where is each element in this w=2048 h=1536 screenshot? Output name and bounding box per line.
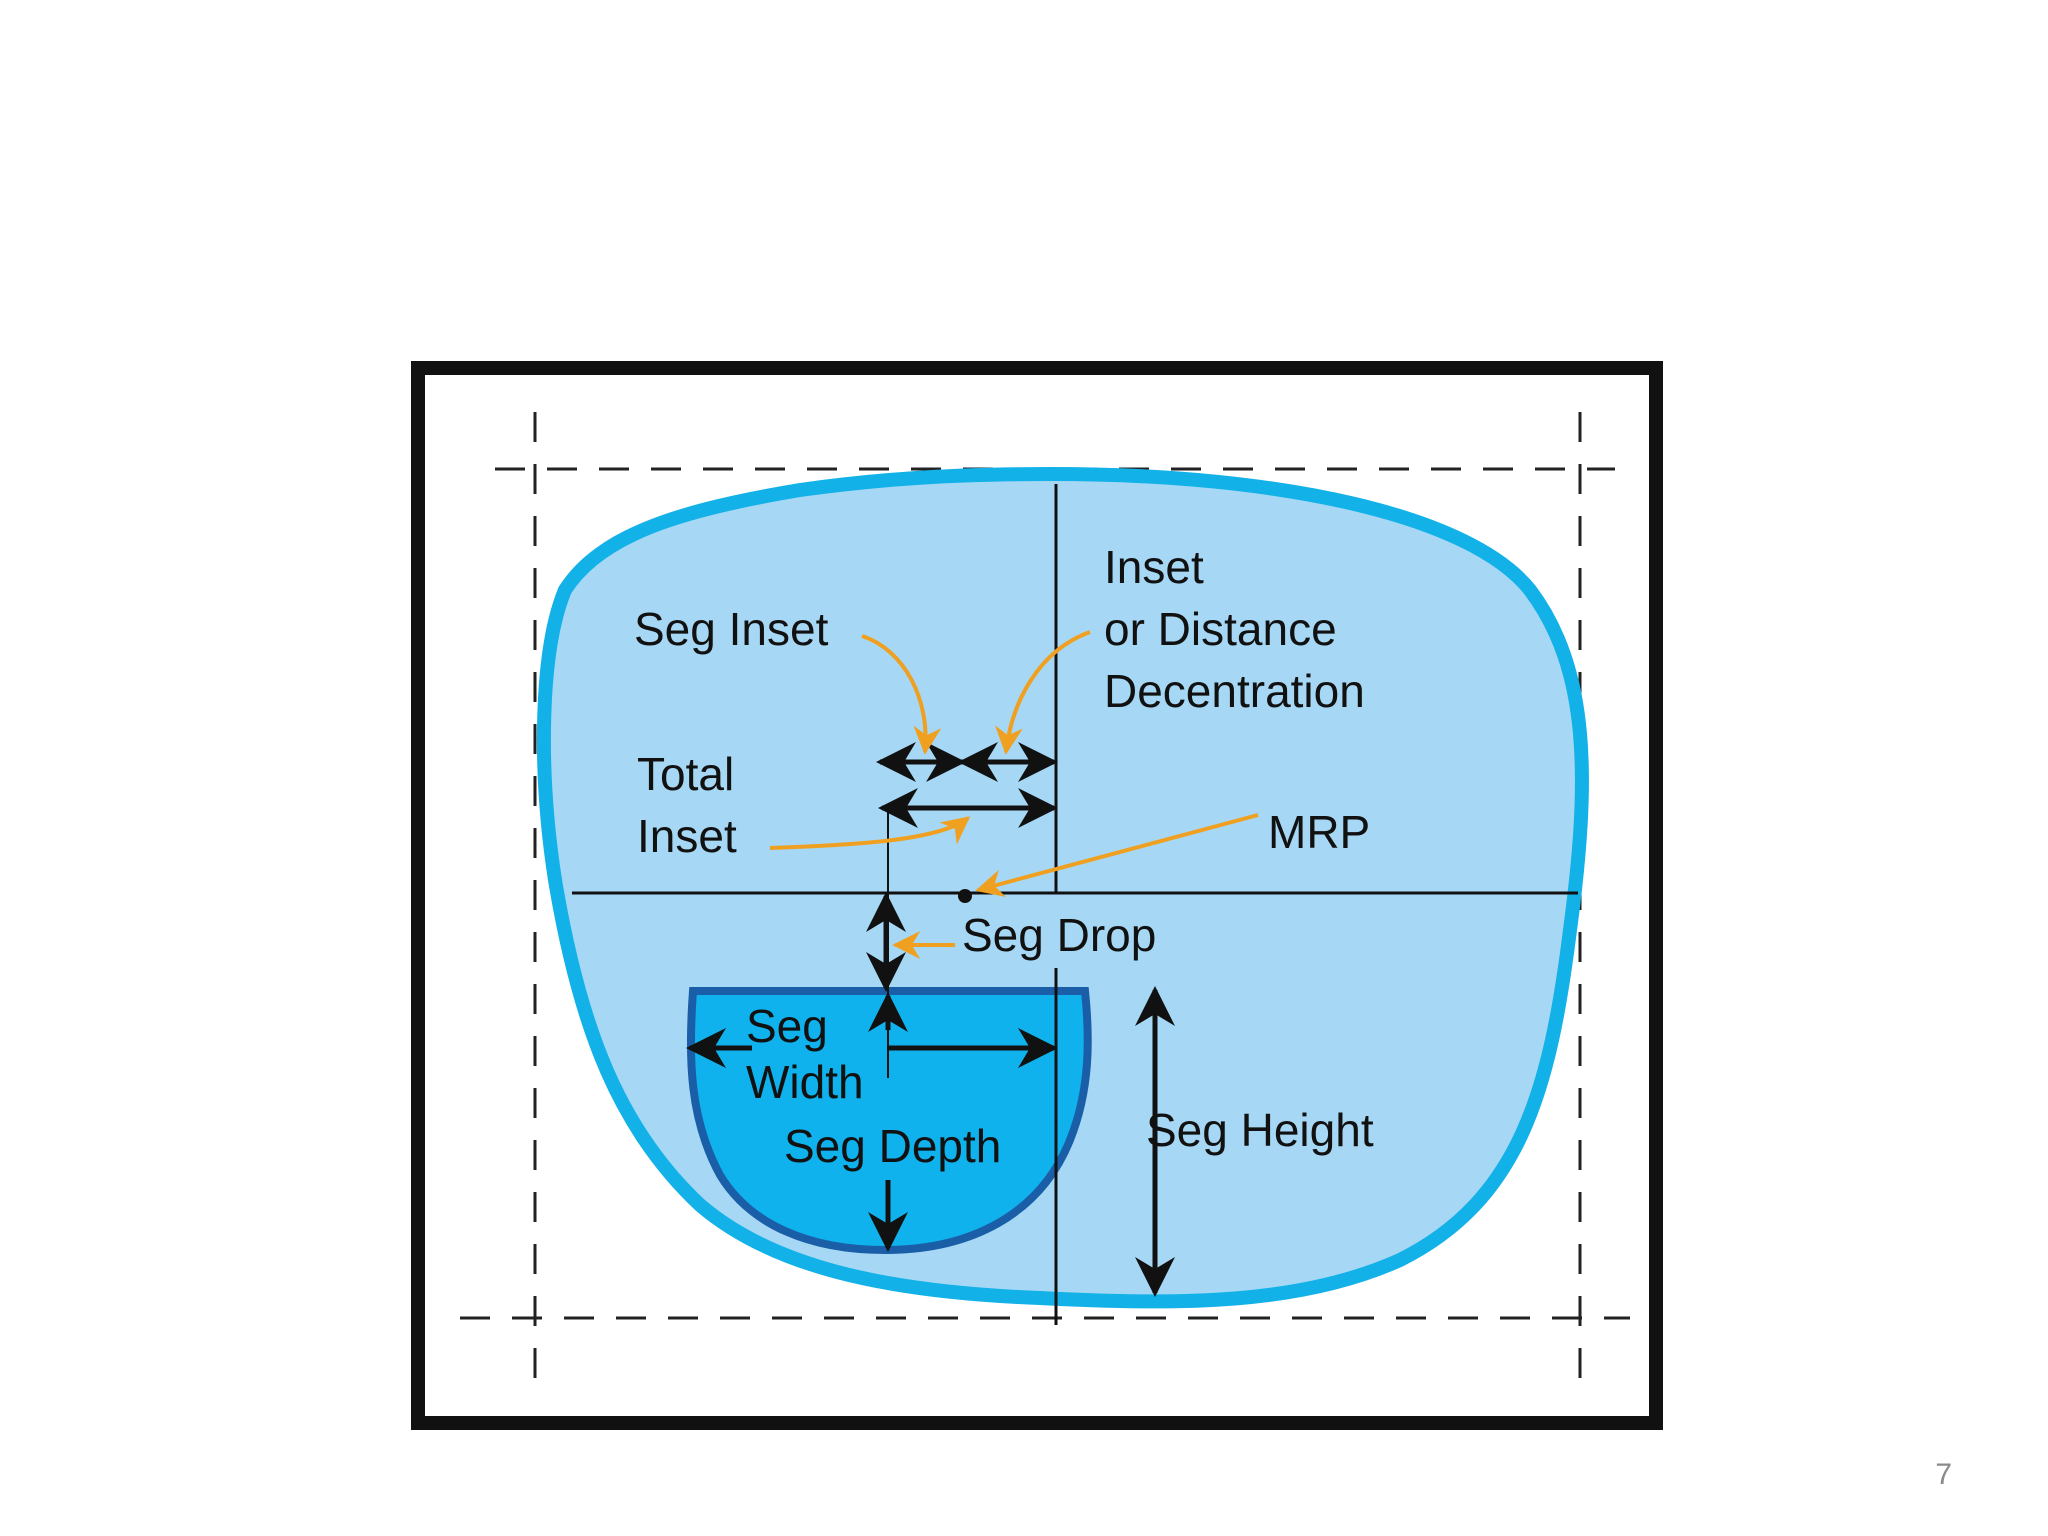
seg-depth-label: Seg Depth [784,1120,1001,1172]
mrp-label: MRP [1268,806,1370,858]
inset-callout [994,630,1091,755]
mrp-callout [975,813,1259,898]
inset-label-line2: or Distance [1104,603,1337,655]
callout-arrows [769,630,1259,959]
mrp-point [958,889,972,903]
seg-width-label-line1: Seg [746,1000,828,1052]
total-inset-label-line1: Total [637,748,734,800]
seg-inset-label: Seg Inset [634,603,829,655]
total-inset-label-line2: Inset [637,810,737,862]
page-number: 7 [1935,1458,1952,1491]
seg-inset-callout [861,634,942,755]
seg-width-label-line2: Width [746,1056,864,1108]
inset-label-line3: Decentration [1104,665,1365,717]
inset-label-line1: Inset [1104,541,1204,593]
lens-shape [536,466,1589,1309]
seg-height-label: Seg Height [1146,1104,1374,1156]
dimension-arrows [686,742,1175,1297]
total-inset-callout [769,816,971,850]
seg-drop-label: Seg Drop [962,909,1156,961]
